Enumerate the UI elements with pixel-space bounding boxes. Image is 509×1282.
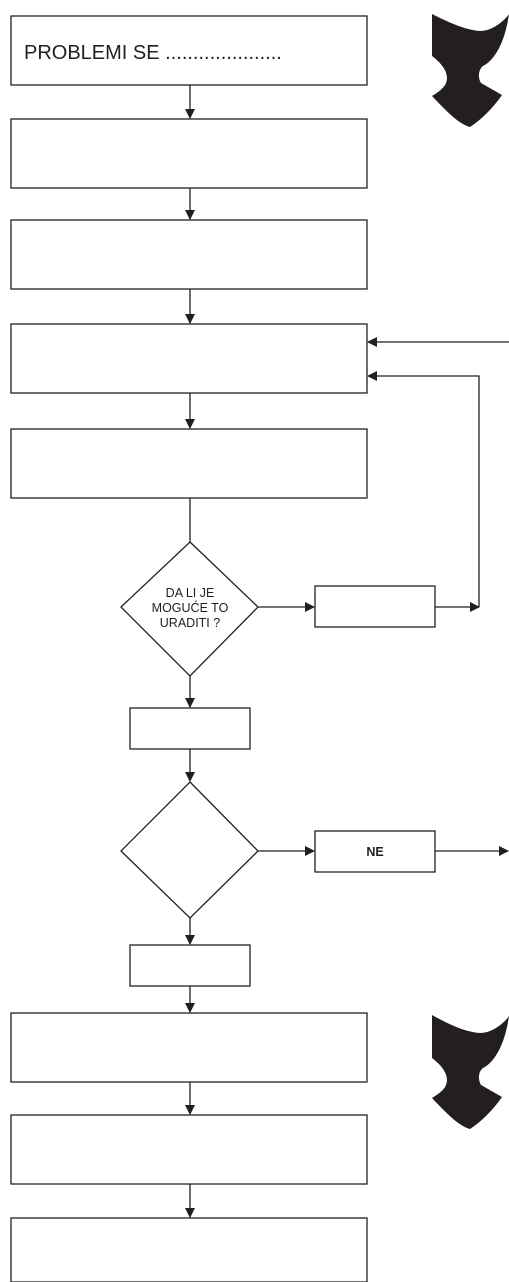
process-box-8 <box>10 1217 368 1282</box>
decision-1-line-3: URADITI ? <box>160 616 220 630</box>
start-box <box>10 15 368 86</box>
mascot-blob-icon <box>432 1015 509 1129</box>
decision-1-line-1: DA LI JE <box>166 586 215 600</box>
loop-connector <box>367 371 480 607</box>
decision-1-line-2: MOGUĆE TO <box>152 600 229 615</box>
no-box <box>314 830 436 873</box>
side-box-yes <box>314 585 436 628</box>
mascot-blob-icon <box>432 14 509 127</box>
start-box-text: PROBLEMI SE ..................... <box>24 42 282 64</box>
small-box-2 <box>129 944 251 987</box>
process-box-3 <box>10 219 368 290</box>
small-box-1 <box>129 707 251 750</box>
no-box-label: NE <box>366 845 383 859</box>
process-box-7 <box>10 1114 368 1185</box>
process-box-2 <box>10 118 368 189</box>
decision-diamond-2 <box>120 781 259 919</box>
process-box-6 <box>10 1012 368 1083</box>
process-box-4 <box>10 323 368 394</box>
process-box-5 <box>10 428 368 499</box>
